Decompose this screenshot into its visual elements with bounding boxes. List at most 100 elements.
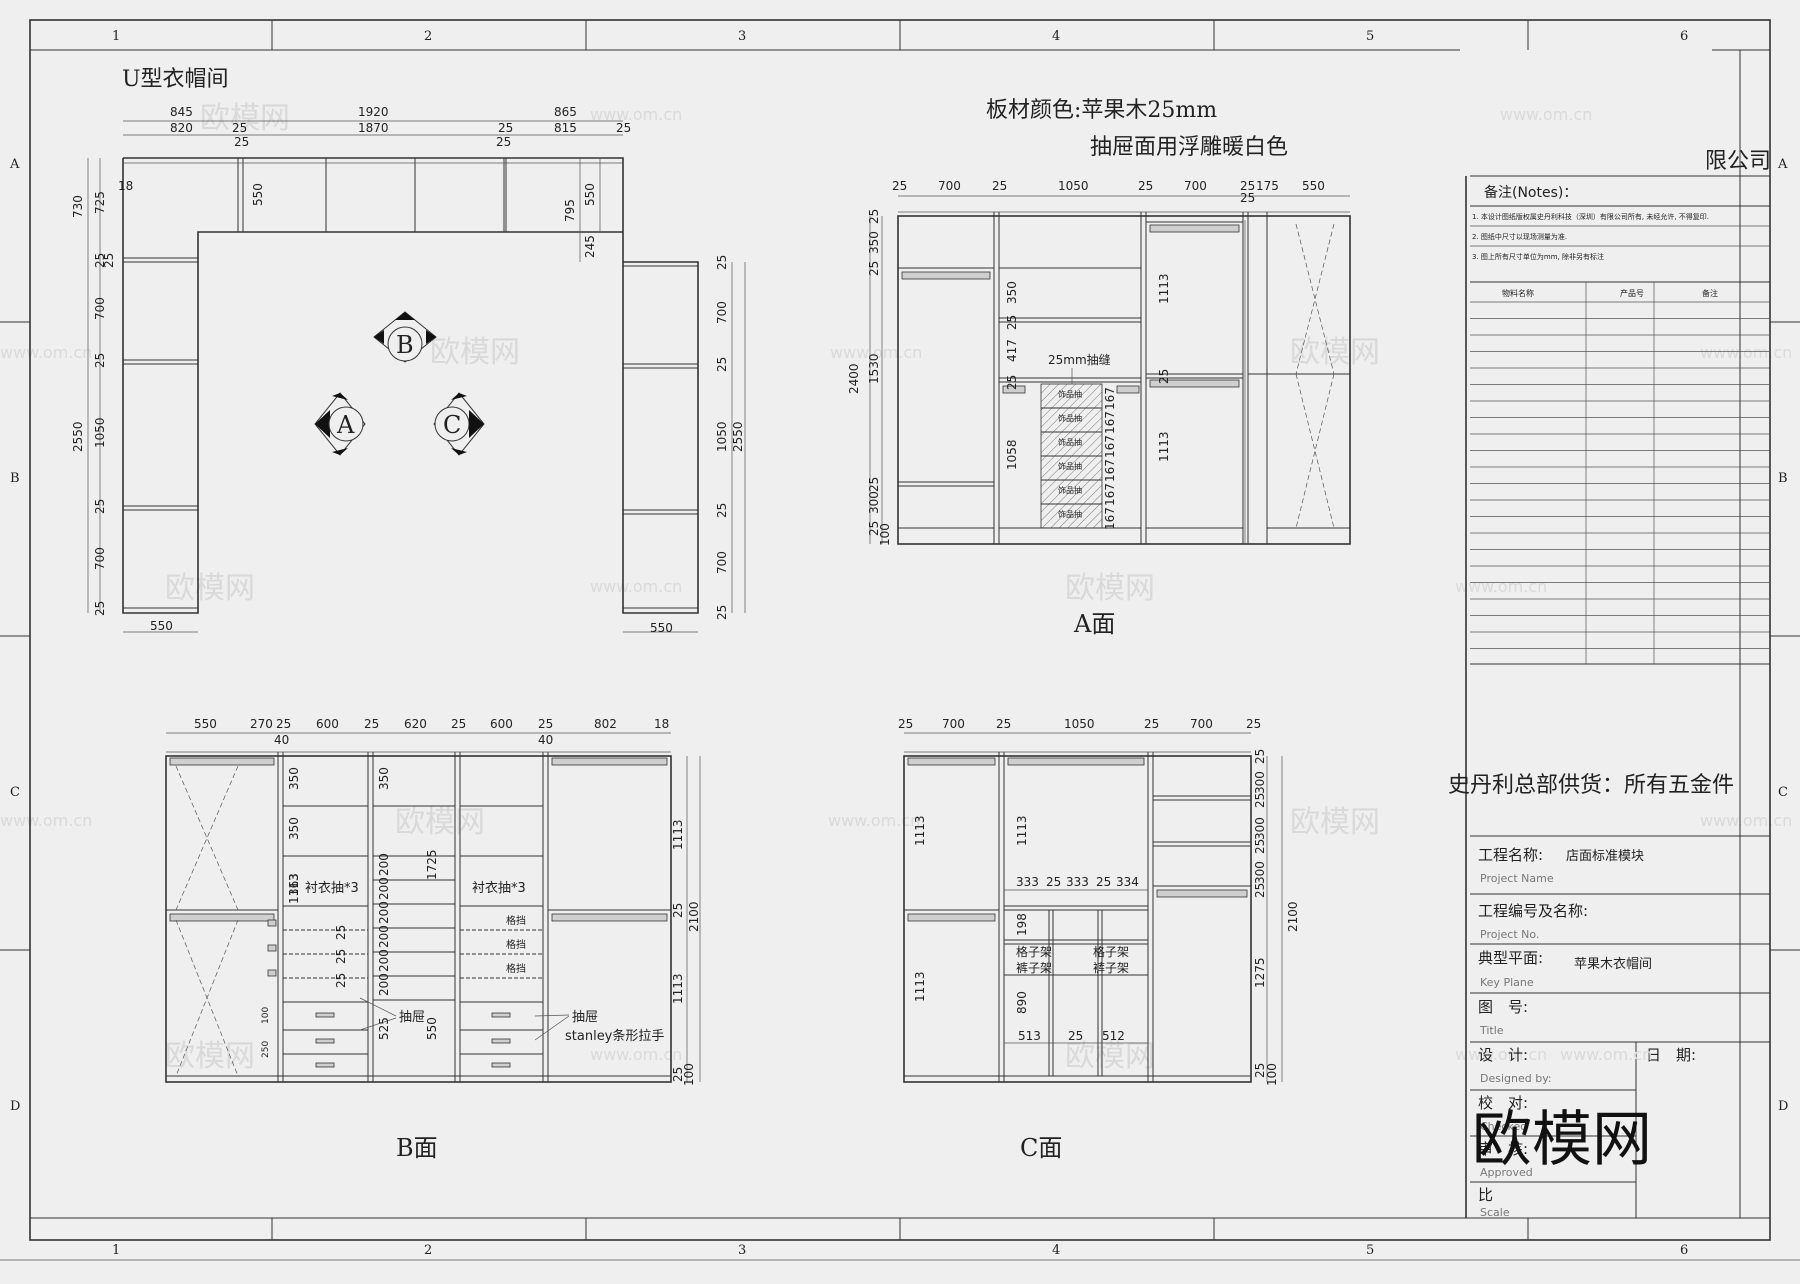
watermark-logo: 欧模网 [200, 101, 290, 136]
view-marker-a: A [314, 392, 366, 456]
checked-label: 校 对: [1478, 1094, 1528, 1112]
grid-row-c-right: C [1778, 785, 1788, 800]
table-header: 产品号 [1620, 288, 1644, 298]
divider-label: 格挡 [506, 914, 526, 927]
dim-text: 890 [1015, 991, 1029, 1014]
watermark-url: www.om.cn [1700, 811, 1792, 830]
dim-text: 25 [867, 477, 881, 492]
dim-text: 700 [715, 301, 729, 324]
dim-text: 200 [377, 973, 391, 996]
dim-text: 350 [1005, 281, 1019, 304]
dim-text: 334 [1116, 875, 1139, 889]
rack-label: 格子架 [1093, 944, 1129, 959]
view-marker-c: C [433, 392, 485, 456]
dim-text: 333 [1016, 875, 1039, 889]
dim-text: 700 [93, 547, 107, 570]
pants-rack-label: 裤子架 [1093, 961, 1129, 975]
dim-text: 550 [251, 183, 265, 206]
dim-text: 167 [1103, 411, 1117, 434]
dim-text: 730 [71, 195, 85, 218]
watermark-logo: 欧模网 [430, 335, 520, 370]
dim-text: 525 [377, 1017, 391, 1040]
approved-en: Approved [1480, 1166, 1533, 1179]
dim-text: 25 [93, 499, 107, 514]
dim-text: 700 [715, 551, 729, 574]
dim-text: 25 [1246, 717, 1261, 731]
dim-text: 18 [654, 717, 669, 731]
dim-text: 25 [334, 973, 348, 988]
watermark-logo: 欧模网 [1065, 571, 1155, 606]
dim-text: 40 [538, 733, 553, 747]
dim-text: 25 [538, 717, 553, 731]
watermark-url: www.om.cn [1500, 105, 1592, 124]
dim-text: 25 [1005, 375, 1019, 390]
marker-letter: B [396, 331, 414, 359]
dim-text: 845 [170, 105, 193, 119]
watermark-layer: 欧模网 www.om.cn www.om.cn www.om.cn 欧模网 ww… [0, 101, 1792, 1074]
dim-text: 25 [867, 261, 881, 276]
dim-text: 25 [1144, 717, 1159, 731]
dim-text: 550 [194, 717, 217, 731]
dim-text: 25 [498, 121, 513, 135]
dim-text: 25 [93, 253, 107, 268]
dim-text: 25 [867, 521, 881, 536]
dim-text: 25 [1005, 315, 1019, 330]
divider-label: 格挡 [506, 962, 526, 975]
dim-text: 25 [867, 209, 881, 224]
watermark-logo: 欧模网 [1290, 805, 1380, 840]
marker-letter: A [336, 411, 355, 439]
shirt-drawer-label: 衬衣抽*3 [305, 880, 359, 896]
dim-text: 1113 [1015, 815, 1029, 846]
dim-text: 25 [334, 925, 348, 940]
drawer-label: 饰品抽 [1058, 509, 1082, 519]
dim-text: 1113 [671, 973, 685, 1004]
note-3: 3. 图上所有尺寸单位为mm, 除非另有标注 [1472, 252, 1604, 261]
dim-text: 25 [93, 353, 107, 368]
dim-text: 300 [1253, 817, 1267, 840]
watermark-logo: 欧模网 [1065, 1039, 1155, 1074]
dim-text: 2550 [731, 421, 745, 452]
dim-text: 25 [276, 717, 291, 731]
dim-text: 820 [170, 121, 193, 135]
dim-text: 1870 [358, 121, 389, 135]
dim-text: 700 [942, 717, 965, 731]
dim-text: 25 [1046, 875, 1061, 889]
dim-text: 363 [287, 873, 301, 896]
drawer-note: 抽屉 [399, 1010, 425, 1025]
dim-text: 513 [1018, 1029, 1041, 1043]
dim-text: 815 [554, 121, 577, 135]
dim-text: 270 [250, 717, 273, 731]
company-name: 限公司 [1705, 149, 1771, 174]
dim-text: 25 [715, 503, 729, 518]
dim-text: 1050 [715, 421, 729, 452]
dim-text: 700 [1190, 717, 1213, 731]
sheet-border [0, 19, 1800, 1261]
watermark-url: www.om.cn [830, 343, 922, 362]
drawer-label: 饰品抽 [1058, 461, 1082, 471]
dim-text: 1530 [867, 353, 881, 384]
dim-text: 1113 [287, 873, 301, 904]
dim-text: 512 [1102, 1029, 1125, 1043]
dim-text: 167 [1103, 507, 1117, 530]
dim-text: 25 [1253, 839, 1267, 854]
dim-text: 25 [1253, 1063, 1267, 1078]
dim-text: 25 [1253, 883, 1267, 898]
shirt-drawer-label: 衬衣抽*3 [472, 880, 526, 896]
designer-label: 设 计: [1478, 1046, 1528, 1064]
dim-text: 25 [93, 601, 107, 616]
approved-label: 审 核: [1478, 1140, 1528, 1158]
drawer-label: 饰品抽 [1058, 413, 1082, 423]
dim-text: 100 [1265, 1063, 1279, 1086]
watermark-url: www.om.cn [1455, 1045, 1547, 1064]
dim-text: 2100 [1286, 901, 1300, 932]
grid-col-3-bottom: 3 [738, 1243, 746, 1258]
dim-text: 417 [1005, 339, 1019, 362]
dim-text: 1113 [1157, 431, 1171, 462]
title-en: Title [1479, 1024, 1504, 1037]
key-plane-value: 苹果木衣帽间 [1574, 956, 1652, 972]
dim-text: 25 [1240, 179, 1255, 193]
grid-labels: 1 2 3 4 5 6 1 2 3 4 5 6 A B C D A B C D [9, 29, 1788, 1258]
project-name-label: 工程名称: [1478, 846, 1543, 864]
elevation-b: 衬衣抽*3 衬衣抽*3 格挡 格挡 格挡 抽屉 抽屉 [165, 717, 701, 1162]
dim-text: 200 [377, 925, 391, 948]
